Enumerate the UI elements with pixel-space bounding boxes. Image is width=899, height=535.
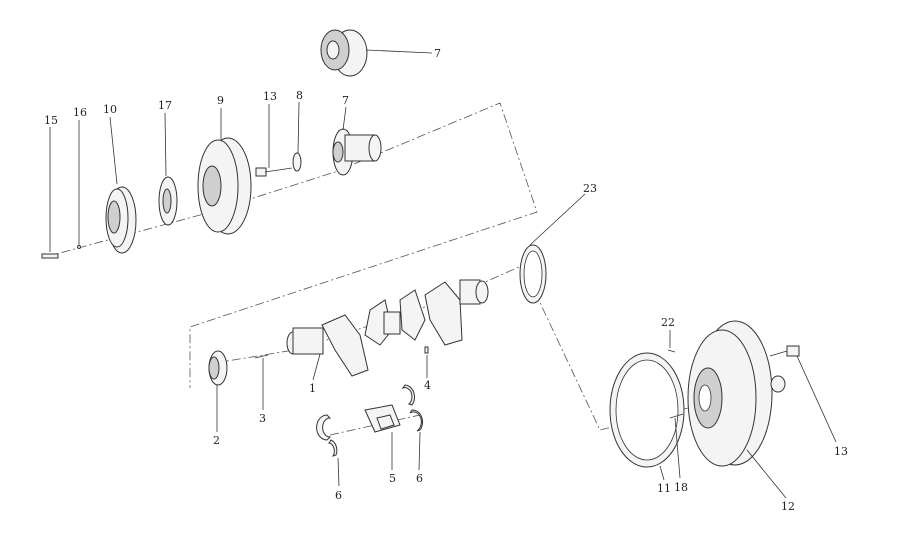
ring-gear-part-11 — [609, 352, 685, 481]
callout-22: 22 — [661, 316, 675, 329]
ring-part-17 — [158, 112, 178, 226]
callout-16: 16 — [73, 106, 87, 119]
callout-15: 15 — [44, 114, 58, 127]
bolt-part-13-upper — [255, 104, 293, 177]
thrust-washer-part-6-right — [401, 384, 424, 471]
callout-13-lower: 13 — [834, 445, 848, 458]
pin-part-18 — [669, 413, 684, 479]
callout-8: 8 — [296, 89, 303, 102]
washer-part-8 — [292, 101, 302, 172]
callout-6-left: 6 — [335, 489, 342, 502]
callout-23: 23 — [583, 182, 597, 195]
callout-2: 2 — [213, 434, 220, 447]
bearing-part-7-top — [320, 29, 433, 77]
timing-gear-part-2 — [208, 350, 228, 432]
callout-5: 5 — [389, 472, 396, 485]
pin-part-16 — [77, 120, 81, 249]
thrust-washer-part-6-left — [316, 414, 340, 487]
callout-17: 17 — [158, 99, 172, 112]
gear-ring-part-23 — [519, 193, 586, 304]
callout-1: 1 — [309, 382, 316, 395]
callout-labels: 7 15 16 10 17 9 13 8 7 23 22 2 3 1 4 13 … — [44, 47, 848, 513]
callout-9: 9 — [217, 94, 224, 107]
pin-part-3 — [254, 354, 269, 410]
callout-4: 4 — [424, 379, 431, 392]
callout-10: 10 — [103, 103, 117, 116]
flywheel-part-12 — [687, 320, 787, 499]
pulley-part-10 — [105, 116, 137, 254]
callout-11: 11 — [657, 482, 671, 495]
crankshaft-part-1 — [286, 279, 489, 381]
callout-7-lower: 7 — [342, 94, 349, 107]
pin-part-22 — [667, 330, 676, 353]
callout-6-right: 6 — [416, 472, 423, 485]
callout-18: 18 — [674, 481, 688, 494]
callout-12: 12 — [781, 500, 795, 513]
callout-7-top: 7 — [434, 47, 441, 60]
hub-part-7-lower — [332, 106, 382, 176]
bearing-shell-part-5 — [364, 404, 401, 470]
bolt-part-15 — [41, 127, 59, 259]
damper-part-9 — [197, 108, 252, 235]
bolt-part-13-lower — [769, 345, 837, 443]
key-part-4 — [424, 346, 429, 378]
callout-13-upper: 13 — [263, 90, 277, 103]
callout-3: 3 — [259, 412, 266, 425]
